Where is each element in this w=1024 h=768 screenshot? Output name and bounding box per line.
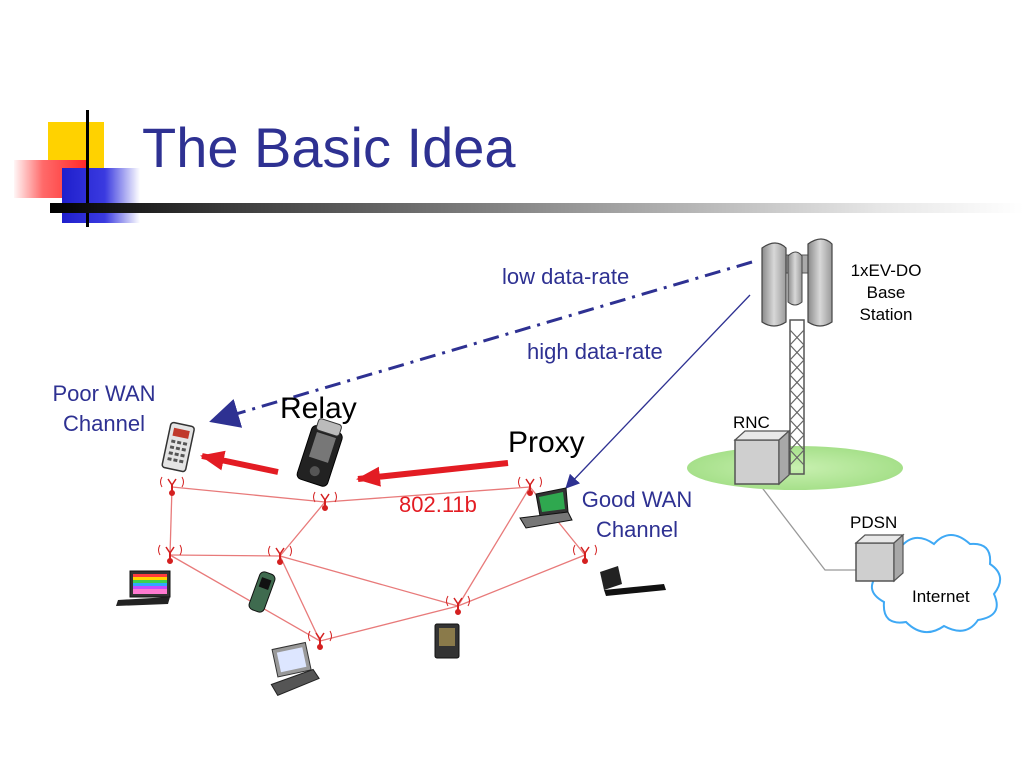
low-rate-label: low data-rate — [502, 264, 629, 289]
slide-title: The Basic Idea — [142, 116, 516, 179]
cellphone-icon — [248, 571, 276, 613]
laptop-icon — [600, 566, 666, 596]
antenna-icon — [308, 630, 332, 650]
mesh-link — [169, 554, 281, 557]
mesh-link — [319, 605, 459, 642]
mesh-link — [169, 486, 173, 556]
antenna-icon — [268, 545, 292, 565]
mesh-link — [457, 554, 586, 607]
cellphone-icon — [161, 421, 195, 473]
title-deco-blue-square — [62, 168, 140, 223]
wifi-label: 802.11b — [399, 492, 477, 517]
pdsn-label: PDSN — [850, 513, 897, 532]
mesh-link — [169, 554, 321, 642]
antenna-icon — [160, 476, 184, 496]
low-rate-arrow — [209, 260, 753, 428]
poor-wan-label-line2: Channel — [63, 411, 145, 436]
laptop-icon — [519, 487, 573, 529]
antenna-icon — [446, 595, 470, 615]
rnc-pdsn-link — [759, 484, 858, 571]
title-underline-rule — [50, 203, 1024, 213]
coverage-oval — [687, 446, 903, 490]
server-icon — [854, 533, 905, 583]
mesh-link — [279, 501, 326, 557]
proxy-forward-arrow — [356, 460, 509, 487]
mesh-link — [171, 486, 326, 503]
antenna-icon — [313, 491, 337, 511]
internet-label: Internet — [912, 587, 970, 606]
mesh-link — [457, 486, 531, 607]
antenna-icon — [518, 476, 542, 496]
mesh-link — [279, 555, 321, 642]
server-icon — [733, 429, 791, 486]
title-deco-vertical-line — [86, 110, 89, 227]
pda-icon — [296, 418, 343, 487]
cell-tower-icon — [761, 238, 833, 475]
laptop-icon — [270, 641, 320, 697]
base-station-label-line1: 1xEV-DO — [851, 261, 922, 280]
good-wan-label-line1: Good WAN — [582, 487, 692, 512]
poor-wan-label-line1: Poor WAN — [52, 381, 155, 406]
antenna-icon — [573, 544, 597, 564]
high-rate-label: high data-rate — [527, 339, 663, 364]
rnc-label: RNC — [733, 413, 770, 432]
mesh-links — [169, 486, 586, 642]
proxy-label: Proxy — [508, 426, 585, 459]
base-station-label-line3: Station — [860, 305, 913, 324]
mesh-link — [324, 486, 531, 503]
antenna-nodes — [158, 476, 597, 650]
cloud-icon — [871, 534, 1001, 633]
high-rate-arrow — [565, 294, 751, 489]
base-station-label-line2: Base — [867, 283, 906, 302]
relay-forward-arrow — [200, 450, 279, 475]
mesh-link — [279, 555, 459, 607]
relay-label: Relay — [280, 392, 357, 425]
laptop-icon — [116, 570, 171, 606]
good-wan-label-line2: Channel — [596, 517, 678, 542]
pda-icon — [434, 623, 460, 659]
antenna-icon — [158, 544, 182, 564]
